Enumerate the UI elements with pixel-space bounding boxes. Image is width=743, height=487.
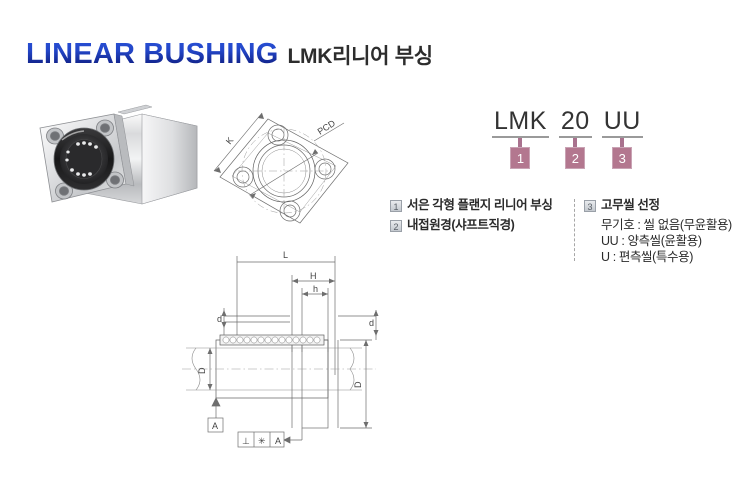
legend-divider (574, 199, 575, 261)
flange-face-drawing: K PCD (208, 105, 378, 235)
part-number-text-2: 20 (560, 107, 590, 135)
legend-option-2: UU : 양측씰(윤활용) (601, 234, 702, 248)
legend-number-icon-2: 2 (390, 220, 402, 232)
part-number-segment-2: 20 2 (558, 107, 592, 169)
dim-label-h: h (313, 284, 318, 294)
part-number-text-3: UU (603, 107, 641, 135)
legend-option-3: U : 편측씰(특수용) (601, 250, 693, 264)
gdt-datum-ref: A (275, 436, 281, 446)
part-number-stub-1 (518, 138, 523, 147)
legend-label-2: 내접원경(샤프트직경) (407, 218, 515, 232)
legend-item-2: 2 내접원경(샤프트직경) (390, 217, 568, 233)
dim-label-L: L (283, 250, 288, 260)
page-title-main: LINEAR BUSHING (26, 38, 279, 70)
part-number-designation: LMK 1 20 2 UU 3 (492, 108, 662, 169)
page-title: LINEAR BUSHING LMK리니어 부싱 (26, 38, 433, 71)
dim-label-PCD: PCD (316, 118, 338, 137)
part-number-segment-3: UU 3 (601, 107, 643, 169)
part-number-badge-3: 3 (612, 147, 633, 169)
part-number-row: LMK 1 20 2 UU 3 (492, 108, 662, 169)
legend-number-icon-1: 1 (390, 200, 402, 212)
page-title-sub: LMK리니어 부싱 (287, 45, 434, 68)
dim-label-D-left: D (197, 367, 207, 374)
cross-section-drawing: L H h d d D D A ⊥ ✳ A (180, 240, 400, 455)
dim-label-d-left: d (217, 314, 222, 324)
gdt-tolerance-icon: ✳ (258, 436, 266, 446)
legend-number-icon-3: 3 (584, 200, 596, 212)
part-number-text-1: LMK (494, 107, 547, 135)
legend: 1 서은 각형 플랜지 리니어 부싱 2 내접원경(샤프트직경) 3 고무씰 선… (390, 197, 735, 265)
legend-column-right: 3 고무씰 선정 무기호 : 씰 없음(무윤활용) UU : 양측씰(윤활용) … (584, 197, 735, 265)
part-number-badge-2: 2 (565, 147, 586, 169)
gdt-perpendicularity-icon: ⊥ (242, 436, 250, 446)
legend-column-left: 1 서은 각형 플랜지 리니어 부싱 2 내접원경(샤프트직경) (390, 197, 574, 265)
part-number-underline-2 (558, 136, 592, 138)
part-number-stub-2 (573, 138, 578, 147)
dim-label-d-right: d (369, 318, 374, 328)
part-number-badge-1: 1 (510, 147, 531, 169)
product-photo (22, 92, 212, 232)
legend-label-3: 고무씰 선정 (601, 198, 660, 212)
dim-label-D-right: D (353, 381, 363, 388)
legend-item-1: 1 서은 각형 플랜지 리니어 부싱 (390, 197, 568, 213)
part-number-stub-3 (620, 138, 625, 147)
legend-option-1: 무기호 : 씰 없음(무윤활용) (601, 218, 732, 232)
legend-label-1: 서은 각형 플랜지 리니어 부싱 (407, 198, 553, 212)
datum-label-A: A (212, 421, 218, 431)
dim-label-K: K (224, 135, 236, 146)
part-number-underline-1 (492, 136, 549, 138)
dim-label-H: H (310, 271, 317, 281)
part-number-segment-1: LMK 1 (492, 108, 549, 169)
part-number-underline-3 (601, 136, 643, 138)
legend-item-3: 3 고무씰 선정 (584, 197, 735, 213)
